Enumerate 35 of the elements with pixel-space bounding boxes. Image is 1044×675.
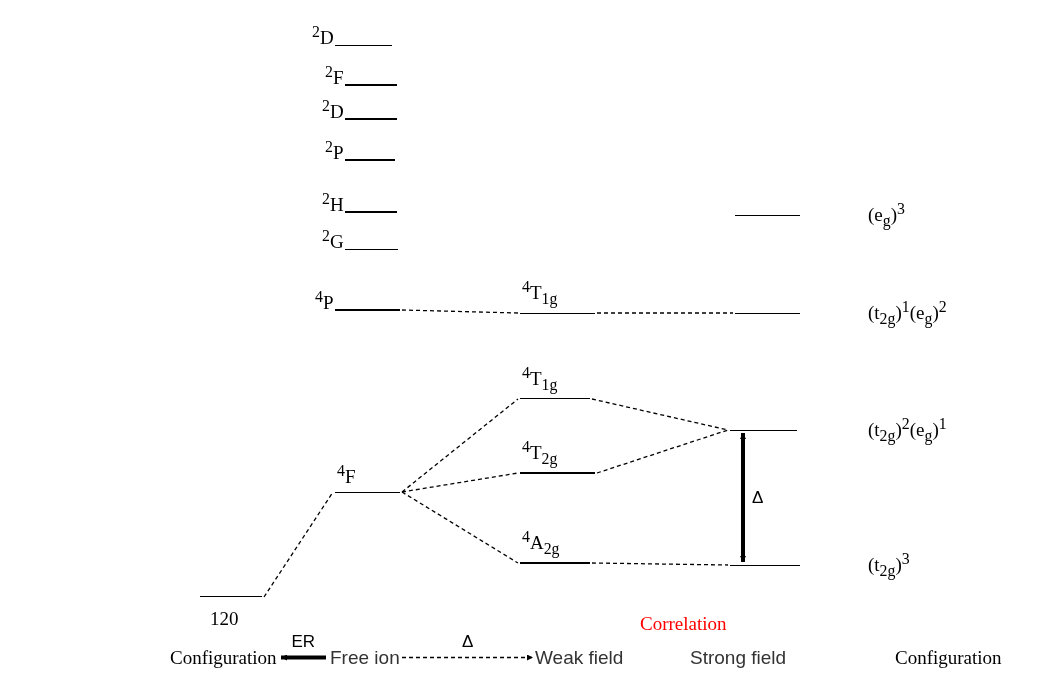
- term-symbol: $^{2}$P: [325, 139, 344, 163]
- term-symbol: $^{4}$T$_{2g}$: [522, 439, 558, 467]
- term-symbol: $^{4}$A$_{2g}$: [522, 529, 560, 557]
- correlation-line: [591, 398, 729, 431]
- term-symbol: $^{4}$T$_{1g}$: [522, 279, 558, 307]
- configuration-label: (t$_{2g}$)$^{1}$(e$_{g}$)$^{2}$: [868, 299, 947, 327]
- arrow: [401, 654, 534, 661]
- correlation-line: [596, 429, 729, 474]
- term-symbol: $^{4}$F: [337, 463, 356, 487]
- level-value: 120: [210, 609, 239, 628]
- correlation-line: [596, 312, 734, 314]
- term-symbol: $^{2}$D: [322, 98, 344, 122]
- arrow: [281, 654, 326, 661]
- term-symbol: $^{4}$P: [315, 289, 334, 313]
- configuration-label: (t$_{2g}$)$^{3}$: [868, 551, 910, 579]
- axis-caption: Strong field: [690, 648, 787, 667]
- term-symbol: $^{2}$H: [322, 191, 344, 215]
- axis-caption: Free ion: [330, 648, 400, 667]
- correlation-line: [401, 491, 519, 564]
- arrow: [740, 433, 746, 562]
- term-symbol: $^{4}$T$_{1g}$: [522, 365, 558, 393]
- correlation-line: [401, 309, 519, 314]
- axis-caption: Configuration: [895, 648, 1002, 667]
- term-symbol: $^{2}$D: [312, 24, 334, 48]
- axis-caption: Weak field: [535, 648, 624, 667]
- term-symbol: $^{2}$G: [322, 228, 344, 252]
- term-symbol: $^{2}$F: [325, 64, 344, 88]
- correlation-line: [401, 472, 519, 493]
- heading-text: Correlation: [640, 614, 727, 633]
- correlation-line: [263, 491, 334, 598]
- correlation-line: [591, 562, 729, 566]
- configuration-label: (e$_{g}$)$^{3}$: [868, 201, 905, 229]
- configuration-label: (t$_{2g}$)$^{2}$(e$_{g}$)$^{1}$: [868, 416, 947, 444]
- axis-caption: Configuration: [170, 648, 277, 667]
- correlation-line: [401, 398, 519, 493]
